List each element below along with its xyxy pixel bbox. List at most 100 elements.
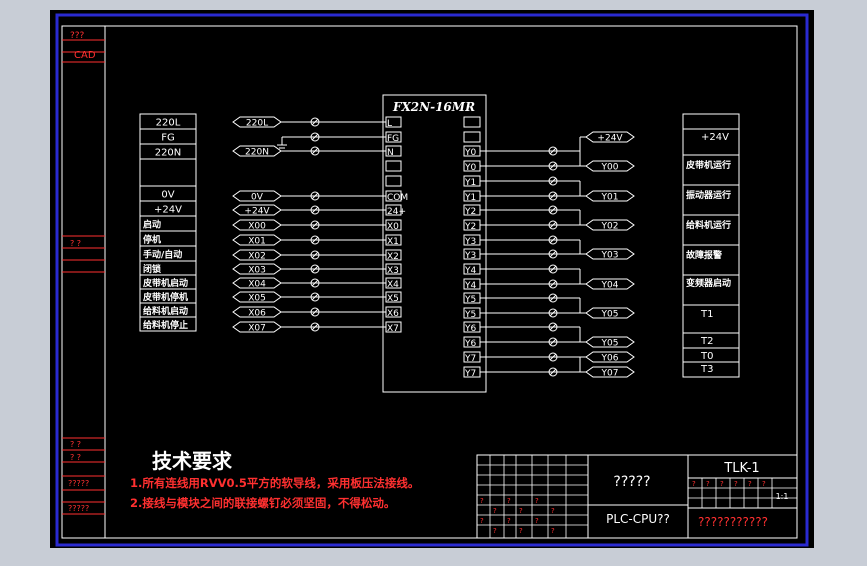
output-fuse — [548, 161, 558, 171]
output-fuse — [548, 367, 558, 377]
plc-output-terminal-label: Y1 — [464, 178, 476, 188]
left-margin-strip: ??? CAD ? ? ? ? ? ? ????? ????? — [62, 26, 106, 538]
output-table-cell: 故障报警 — [686, 249, 722, 261]
revision-grid-cell: ? — [507, 497, 511, 505]
input-bus-tag-text: X03 — [248, 266, 266, 276]
output-fuse-slash — [549, 353, 557, 361]
plc-output-terminal-label: Y2 — [464, 222, 476, 232]
input-fuse-slash — [311, 279, 319, 287]
output-fuse — [548, 352, 558, 362]
output-bus-tag: Y00 — [585, 160, 635, 173]
input-fuse-slash — [311, 192, 319, 200]
output-bus-tag-text: Y05 — [601, 310, 619, 320]
title-block-revision-grid: ???????????? — [476, 454, 589, 539]
input-table-cell: FG — [161, 133, 175, 144]
outer-border — [55, 13, 809, 547]
plc-output-terminal-box — [463, 116, 481, 128]
input-fuse-slash — [311, 221, 319, 229]
output-fuse-circle — [548, 146, 558, 156]
tech-line-1: 1.所有连线用RVV0.5平方的软导线，采用板压法接线。 — [130, 476, 419, 490]
plc-input-terminal-label: COM — [387, 193, 408, 203]
revision-grid-cell: ? — [507, 517, 511, 525]
drawing-subtitle: PLC-CPU?? — [606, 512, 670, 526]
plc-output-terminal-label: Y3 — [464, 237, 476, 247]
output-table-cell: T1 — [700, 309, 713, 320]
plc-output-terminal-label: Y7 — [464, 354, 476, 364]
plc-input-terminal-box — [385, 204, 402, 216]
output-fuse-circle — [548, 308, 558, 318]
plc-model-label: FX2N-16MR — [392, 100, 475, 114]
output-bus-tag-text: Y00 — [601, 163, 619, 173]
output-bus-tag: Y03 — [585, 248, 635, 261]
title-block-scale-grid: ?????? — [687, 477, 798, 509]
output-fuse-slash — [549, 309, 557, 317]
output-table-cell: 变频器启动 — [686, 277, 731, 289]
output-fuse — [548, 146, 558, 156]
output-fuse-circle — [548, 337, 558, 347]
revision-grid-cell: ? — [551, 527, 555, 535]
output-table-cell: +24V — [701, 132, 729, 143]
output-bus-tag-text: Y06 — [601, 354, 619, 364]
plc-output-terminal-label: Y6 — [464, 339, 476, 349]
scale-grid-cell: ? — [720, 480, 724, 488]
margin-label-mid: ? ? — [70, 239, 81, 248]
output-fuse-slash — [549, 192, 557, 200]
output-fuse-circle — [548, 322, 558, 332]
output-fuse-circle — [548, 293, 558, 303]
plc-input-terminal-label: X3 — [387, 266, 399, 276]
input-fuse-circle — [310, 235, 320, 245]
scale-grid-cell: ? — [692, 480, 696, 488]
input-table-cell: 手动/自动 — [143, 249, 182, 261]
output-bus-tag-outline — [585, 278, 635, 290]
margin-label-low4: ????? — [68, 504, 89, 513]
sheet-background — [50, 10, 814, 548]
input-fuse-slash — [311, 147, 319, 155]
scale-grid-cell: ? — [706, 480, 710, 488]
input-fuse — [310, 307, 320, 317]
plc-input-terminal-label: L — [387, 119, 392, 129]
output-fuse — [548, 220, 558, 230]
plc-output-terminal-label: Y5 — [464, 310, 476, 320]
plc-input-terminal-label: FG — [387, 134, 399, 144]
plc-output-terminal-label: Y5 — [464, 295, 476, 305]
output-bus-tag: Y02 — [585, 219, 635, 232]
input-fuse — [310, 250, 320, 260]
revision-grid-cell: ? — [535, 517, 539, 525]
plc-input-terminal-label: X6 — [387, 309, 399, 319]
output-fuse — [548, 205, 558, 215]
input-fuse-circle — [310, 322, 320, 332]
output-fuse-slash — [549, 162, 557, 170]
output-fuse-slash — [549, 280, 557, 288]
output-fuse-circle — [548, 191, 558, 201]
input-fuse — [310, 264, 320, 274]
output-fuse-slash — [549, 323, 557, 331]
input-fuse-circle — [310, 117, 320, 127]
input-table-cell: 220N — [155, 148, 182, 159]
plc-input-terminal-box — [385, 263, 402, 275]
output-bus-tag: +24V — [585, 131, 635, 144]
output-fuse-circle — [548, 176, 558, 186]
input-fuse-slash — [311, 118, 319, 126]
output-fuse-slash — [549, 338, 557, 346]
output-fuse — [548, 293, 558, 303]
output-bus-tag-outline — [585, 351, 635, 363]
input-fuse-circle — [310, 278, 320, 288]
output-bus-tag-outline — [585, 131, 635, 143]
output-bus-tag-outline — [585, 336, 635, 348]
output-bus-tag-text: +24V — [597, 134, 623, 144]
fg-fuse-slash — [311, 133, 319, 141]
margin-label-low3: ????? — [68, 479, 89, 488]
output-fuse — [548, 322, 558, 332]
output-bus-tag-text: Y01 — [601, 193, 619, 203]
input-fuse-circle — [310, 264, 320, 274]
output-bus-tag-text: Y03 — [601, 251, 619, 261]
output-fuse-slash — [549, 177, 557, 185]
tech-title: 技术要求 — [152, 449, 233, 473]
output-fuse-circle — [548, 235, 558, 245]
output-fuse — [548, 235, 558, 245]
output-table-cell: T2 — [700, 336, 713, 347]
